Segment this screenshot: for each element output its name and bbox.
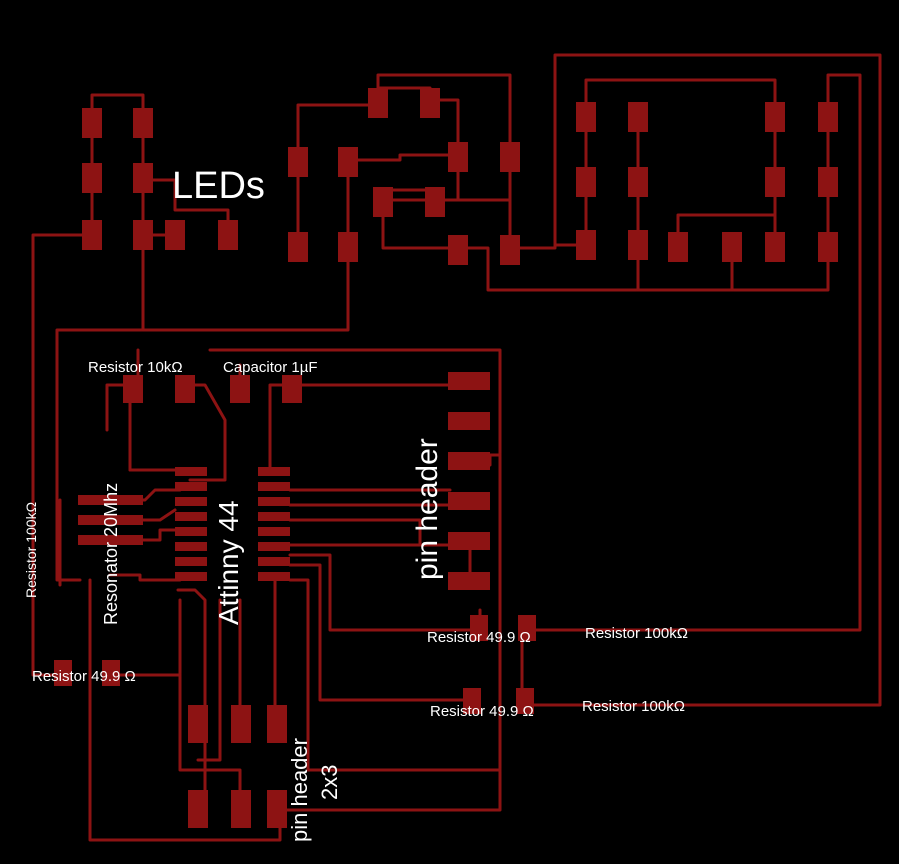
- resistor-100k-left-label: Resistor 100kΩ: [23, 502, 39, 598]
- resonator-label: Resonator 20Mhz: [101, 483, 121, 625]
- capacitor-1uf-label: Capacitor 1µF: [223, 359, 318, 376]
- pin-header-2x3-label-line2: 2x3: [317, 765, 342, 800]
- resistor-10k-label: Resistor 10kΩ: [88, 359, 183, 376]
- copper-pads: [54, 88, 838, 828]
- pin-header-label: pin header: [411, 438, 444, 580]
- resistor-100k-right-2-label: Resistor 100kΩ: [582, 698, 685, 715]
- resistor-49-9-left-label: Resistor 49.9 Ω: [32, 668, 136, 685]
- leds-label: LEDs: [172, 165, 265, 207]
- resistor-49-9-mid-2-label: Resistor 49.9 Ω: [430, 703, 534, 720]
- resistor-100k-right-1-label: Resistor 100kΩ: [585, 625, 688, 642]
- attiny44-label: Attinny 44: [213, 500, 244, 625]
- resistor-49-9-mid-1-label: Resistor 49.9 Ω: [427, 629, 531, 646]
- pin-header-2x3-label-line1: pin header: [287, 738, 312, 842]
